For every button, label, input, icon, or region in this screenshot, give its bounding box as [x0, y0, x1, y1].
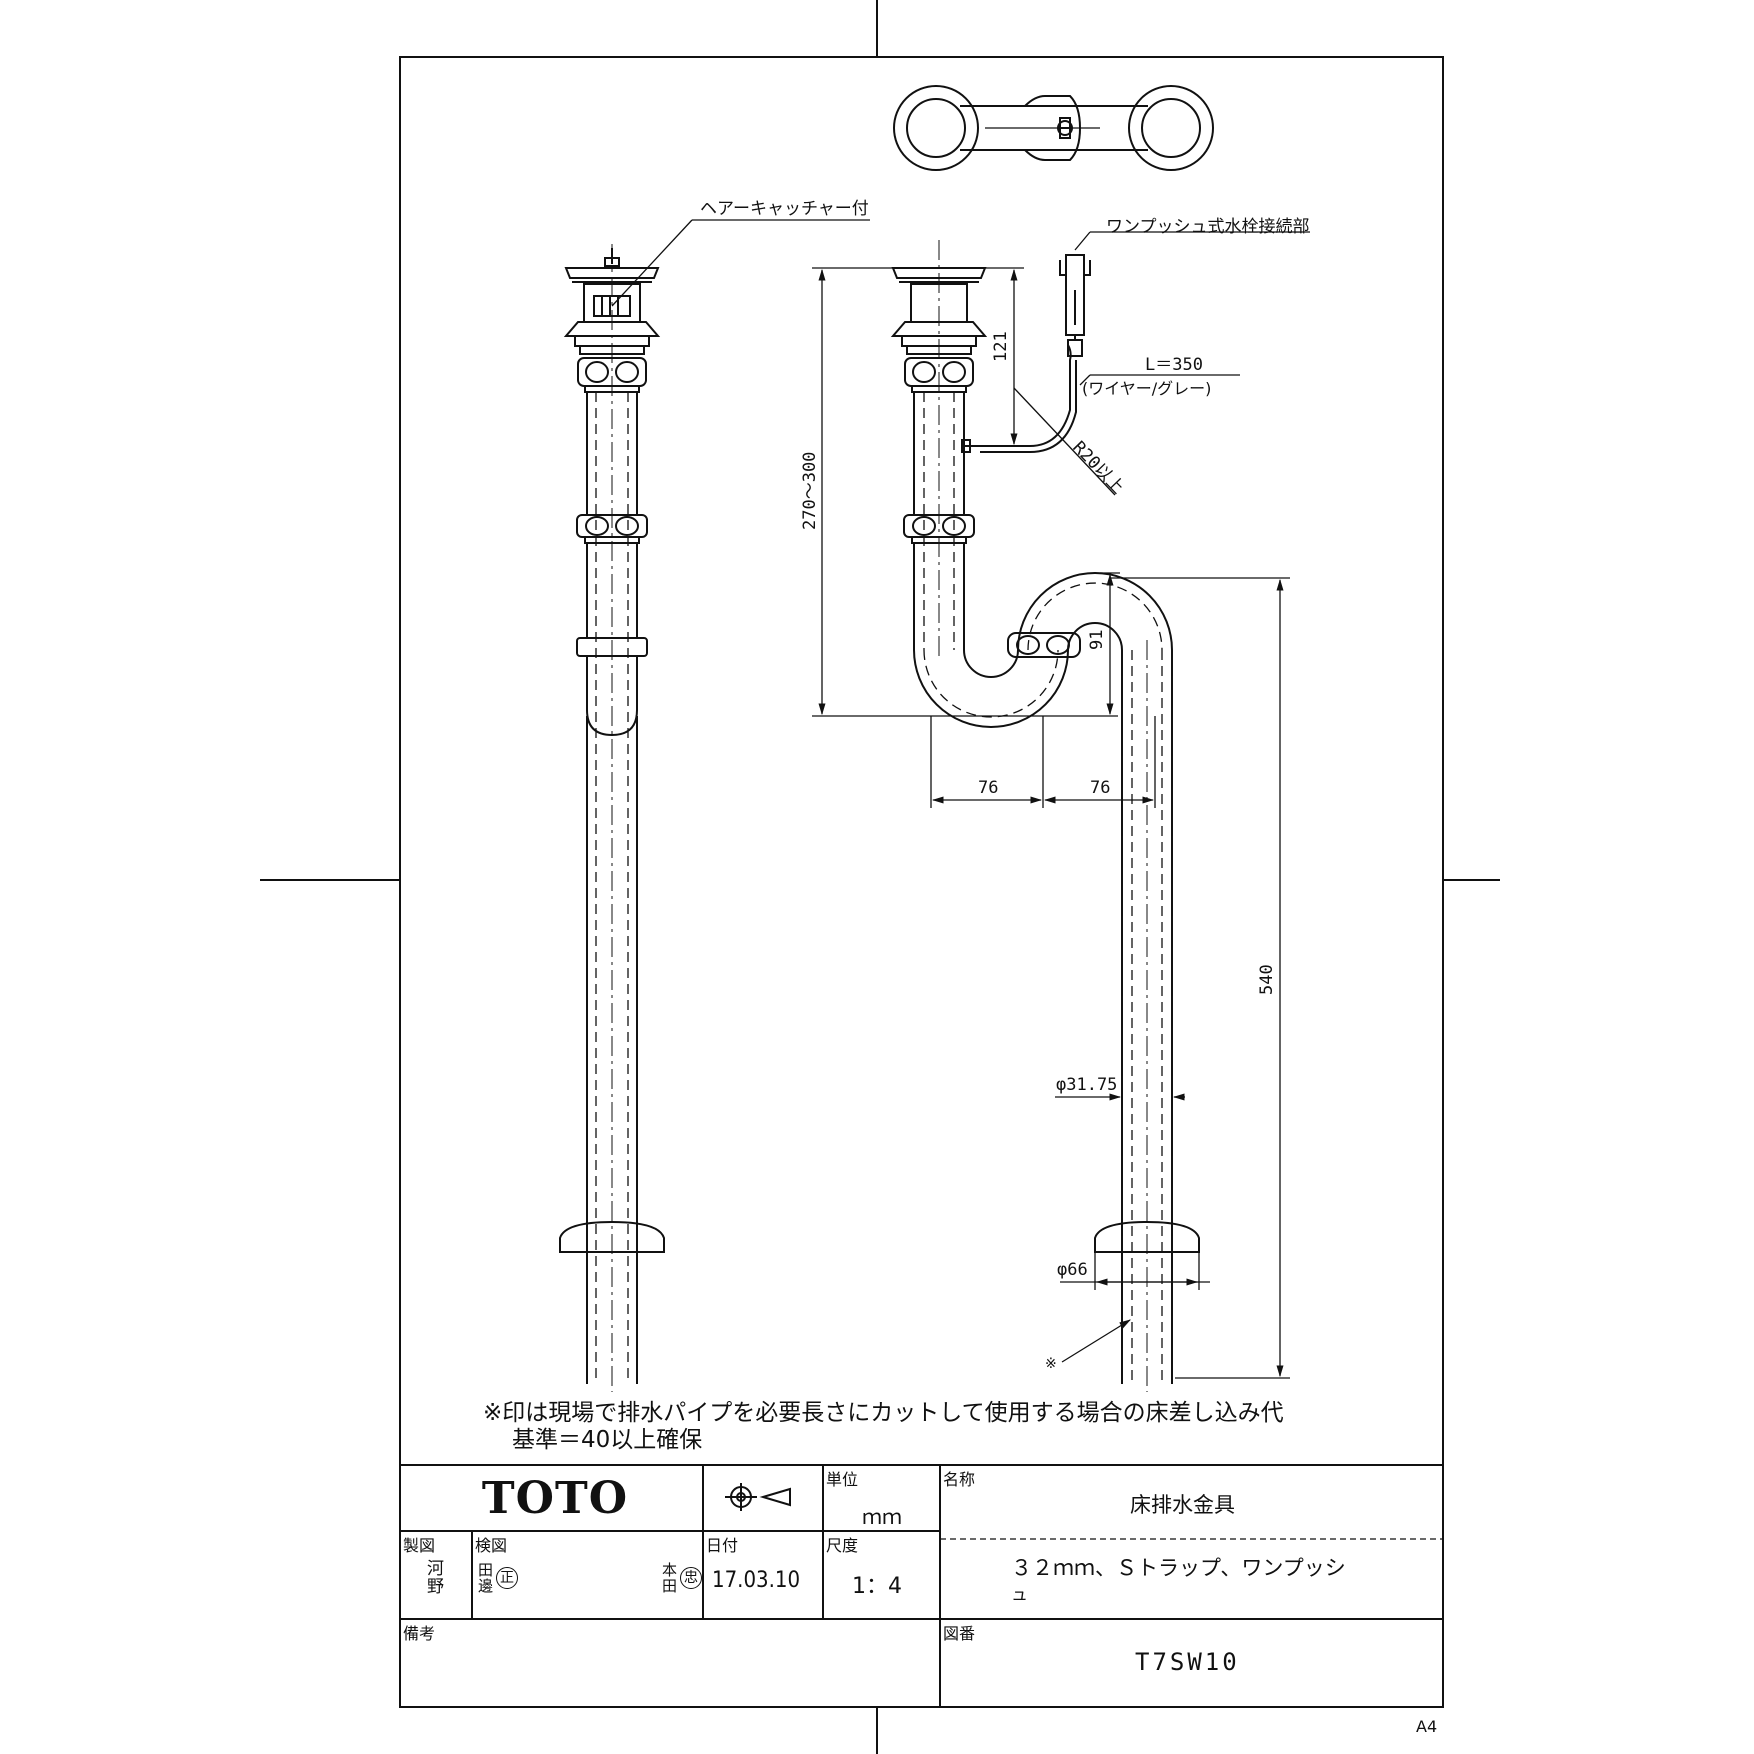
- description-line-1: ３２ｍｍ、Ｓトラップ、ワンプッシ: [1011, 1556, 1346, 1580]
- dimension-lines: [611, 219, 1310, 1379]
- unit-value: ｍｍ: [862, 1505, 902, 1529]
- brand-logo: TOTO: [481, 1473, 629, 1524]
- drawing-no-label: 図番: [943, 1624, 976, 1643]
- paper-size: A4: [1416, 1717, 1438, 1736]
- checker-stamp-1: 田邊 正: [478, 1562, 518, 1594]
- date-value: 17.03.10: [712, 1568, 801, 1593]
- scale-value: 1：4: [852, 1574, 902, 1599]
- label-bend-radius: R20以上: [1068, 438, 1127, 498]
- description-line-2: ュ: [1011, 1585, 1028, 1605]
- dim-270-300: 270～300: [800, 452, 820, 530]
- sheet-border: [260, 0, 1500, 1754]
- note-line-1: ※印は現場で排水パイプを必要長さにカットして使用する場合の床差し込み代: [483, 1400, 1284, 1426]
- label-one-push-connection: ワンプッシュ式水栓接続部: [1106, 217, 1310, 237]
- stamp-2-given: 忠: [680, 1567, 702, 1589]
- drawing-no-value: T7SW10: [1135, 1648, 1240, 1676]
- left-side-view: [559, 248, 665, 1384]
- dim-121: 121: [991, 331, 1011, 362]
- stamp-1-given: 正: [496, 1567, 518, 1589]
- dim-76-right: 76: [1090, 778, 1110, 798]
- drawn-value: 河野: [427, 1559, 444, 1597]
- checked-label: 検図: [475, 1536, 508, 1555]
- drawn-label: 製図: [403, 1536, 436, 1555]
- date-label: 日付: [706, 1536, 739, 1555]
- dim-76-left: 76: [978, 778, 998, 798]
- dim-phi-66: φ66: [1057, 1260, 1088, 1280]
- projection-symbol-icon: [725, 1483, 791, 1511]
- name-label: 名称: [943, 1470, 976, 1489]
- dim-phi-31-75: φ31.75: [1056, 1075, 1117, 1095]
- note-line-2: 基準＝40以上確保: [512, 1427, 702, 1453]
- dim-kome-mark: ※: [1045, 1356, 1057, 1372]
- name-value: 床排水金具: [1130, 1493, 1235, 1517]
- label-wire-length: L＝350: [1145, 355, 1203, 375]
- remarks-label: 備考: [403, 1624, 436, 1643]
- scale-label: 尺度: [826, 1536, 859, 1555]
- label-wire-desc: (ワイヤー/グレー): [1082, 379, 1211, 398]
- label-hair-catcher: ヘアーキャッチャー付: [700, 199, 869, 219]
- dim-91: 91: [1087, 630, 1107, 650]
- unit-label: 単位: [826, 1470, 859, 1489]
- title-block-grid: [400, 1464, 1443, 1707]
- top-view: [893, 85, 1214, 171]
- dim-540: 540: [1257, 964, 1277, 995]
- stamp-2-surname: 本田: [662, 1561, 678, 1595]
- checker-stamp-2: 本田 忠: [662, 1562, 702, 1594]
- stamp-1-surname: 田邊: [478, 1561, 494, 1595]
